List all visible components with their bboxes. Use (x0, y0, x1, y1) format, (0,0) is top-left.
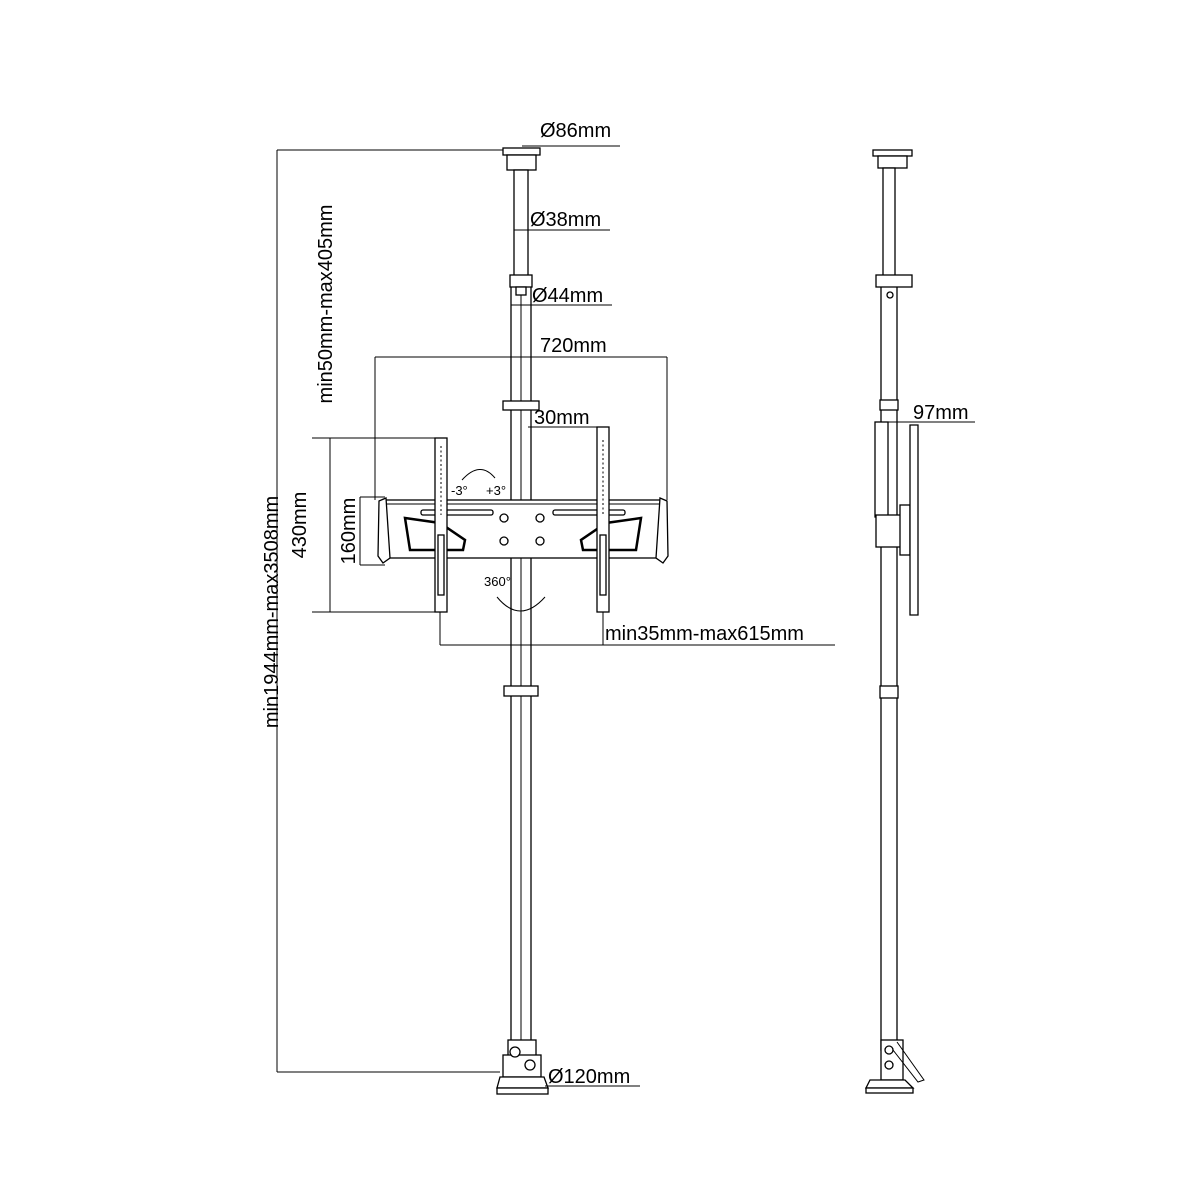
upper-pole-diameter-label: Ø38mm (530, 209, 601, 231)
floor-base (496, 1039, 549, 1095)
tilt-minus-label: -3° (451, 483, 468, 498)
side-view: 97mm (864, 149, 975, 1094)
right-vesa-rail (596, 426, 610, 613)
side-floor-base (864, 1039, 925, 1094)
base-diameter-label: Ø120mm (548, 1066, 630, 1088)
pole (502, 147, 541, 1051)
total-height-label: min1944mm-max3508mm (261, 496, 283, 728)
tilt-plus-label: +3° (486, 483, 506, 498)
plate-height-label: 160mm (338, 498, 360, 565)
swivel-arrow-icon (496, 596, 546, 612)
left-vesa-rail (434, 437, 448, 613)
lower-pole-diameter-label: Ø44mm (532, 285, 603, 307)
cap-diameter-label: Ø86mm (540, 120, 611, 142)
rail-spacing-label: min35mm-max615mm (605, 623, 804, 645)
bracket-width-label: 720mm (540, 335, 607, 357)
total-height-dimension: min1944mm-max3508mm (261, 149, 503, 1073)
rail-offset-label: 30mm (534, 407, 590, 429)
mounting-plate (377, 497, 669, 564)
bracket-drop-label: min50mm-max405mm (315, 205, 337, 404)
side-depth-label: 97mm (913, 402, 969, 424)
swivel-label: 360° (484, 574, 511, 589)
front-view: min1944mm-max3508mm Ø86mm Ø38mm (261, 120, 835, 1095)
rail-height-label: 430mm (289, 492, 311, 559)
tilt-arrow-icon (461, 469, 496, 481)
